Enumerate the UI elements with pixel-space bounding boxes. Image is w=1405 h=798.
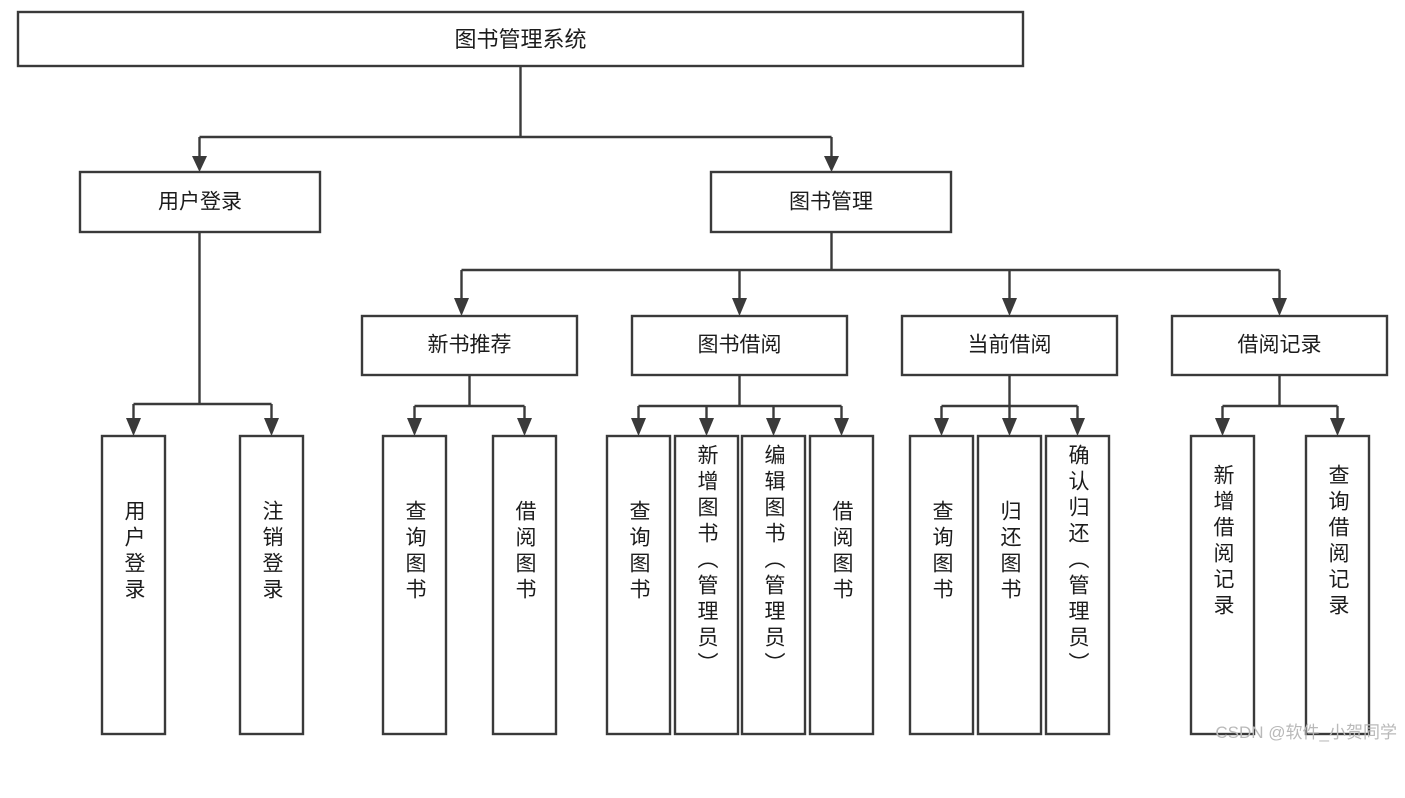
leaf-user-login-box[interactable] — [100, 434, 167, 736]
node-user-login-box — [78, 170, 322, 234]
arrow-to-leaf-borrow-book-2 — [834, 418, 849, 436]
node-new-book-recommend-box — [360, 314, 579, 377]
leaf-box-layer — [100, 434, 1371, 736]
arrow-to-leaf-confirm-return — [1070, 418, 1085, 436]
node-book-borrow-label: 图书借阅 — [698, 334, 782, 357]
arrow-to-leaf-add-book — [699, 418, 714, 436]
arrow-to-leaf-edit-book — [766, 418, 781, 436]
connector-layer — [126, 66, 1345, 436]
leaf-confirm-return-box[interactable] — [1044, 434, 1111, 736]
node-book-borrow[interactable]: 图书借阅 — [630, 314, 849, 377]
node-book-borrow-box — [630, 314, 849, 377]
leaf-query-book-2-box[interactable] — [605, 434, 672, 736]
leaf-query-record-box[interactable] — [1304, 434, 1371, 736]
node-book-manage[interactable]: 图书管理 — [709, 170, 953, 234]
node-user-login[interactable]: 用户登录 — [78, 170, 322, 234]
arrow-to-book-manage — [824, 156, 839, 172]
node-borrow-record[interactable]: 借阅记录 — [1170, 314, 1389, 377]
watermark-label: CSDN @软件_小贺同学 — [1215, 723, 1397, 742]
node-new-book-recommend[interactable]: 新书推荐 — [360, 314, 579, 377]
arrow-to-leaf-query-book-1 — [407, 418, 422, 436]
node-current-borrow[interactable]: 当前借阅 — [900, 314, 1119, 377]
arrow-to-leaf-return-book — [1002, 418, 1017, 436]
leaf-logout-login-box[interactable] — [238, 434, 305, 736]
arrow-to-user-login — [192, 156, 207, 172]
arrow-to-borrow-record — [1272, 298, 1287, 316]
leaf-query-book-1-box[interactable] — [381, 434, 448, 736]
arrow-to-leaf-query-book-2 — [631, 418, 646, 436]
leaf-query-book-3-box[interactable] — [908, 434, 975, 736]
node-root-label: 图书管理系统 — [454, 27, 586, 52]
diagram-svg: 图书管理系统 用户登录 图书管理 新书推荐 图书借阅 当前借阅 借阅记录 — [16, 10, 1389, 736]
node-book-manage-box — [709, 170, 953, 234]
leaf-add-book-box[interactable] — [673, 434, 740, 736]
arrow-to-leaf-logout-login — [264, 418, 279, 436]
leaf-borrow-book-2-box[interactable] — [808, 434, 875, 736]
arrow-to-leaf-query-book-3 — [934, 418, 949, 436]
node-book-manage-label: 图书管理 — [789, 191, 873, 214]
node-new-book-recommend-label: 新书推荐 — [428, 334, 512, 357]
diagram-canvas: 图书管理系统 用户登录 图书管理 新书推荐 图书借阅 当前借阅 借阅记录 — [16, 10, 1397, 742]
node-borrow-record-label: 借阅记录 — [1238, 334, 1322, 357]
node-root[interactable]: 图书管理系统 — [16, 10, 1025, 68]
node-root-box — [16, 10, 1025, 68]
leaf-return-book-box[interactable] — [976, 434, 1043, 736]
node-user-login-label: 用户登录 — [158, 191, 242, 214]
node-current-borrow-box — [900, 314, 1119, 377]
node-current-borrow-label: 当前借阅 — [968, 334, 1052, 357]
arrow-to-current-borrow — [1002, 298, 1017, 316]
arrow-to-new-book-recommend — [454, 298, 469, 316]
node-borrow-record-box — [1170, 314, 1389, 377]
arrow-to-leaf-borrow-book-1 — [517, 418, 532, 436]
leaf-add-record-box[interactable] — [1189, 434, 1256, 736]
arrow-to-leaf-user-login — [126, 418, 141, 436]
arrow-to-leaf-add-record — [1215, 418, 1230, 436]
arrow-to-leaf-query-record — [1330, 418, 1345, 436]
arrow-to-book-borrow — [732, 298, 747, 316]
leaf-borrow-book-1-box[interactable] — [491, 434, 558, 736]
leaf-edit-book-box[interactable] — [740, 434, 807, 736]
